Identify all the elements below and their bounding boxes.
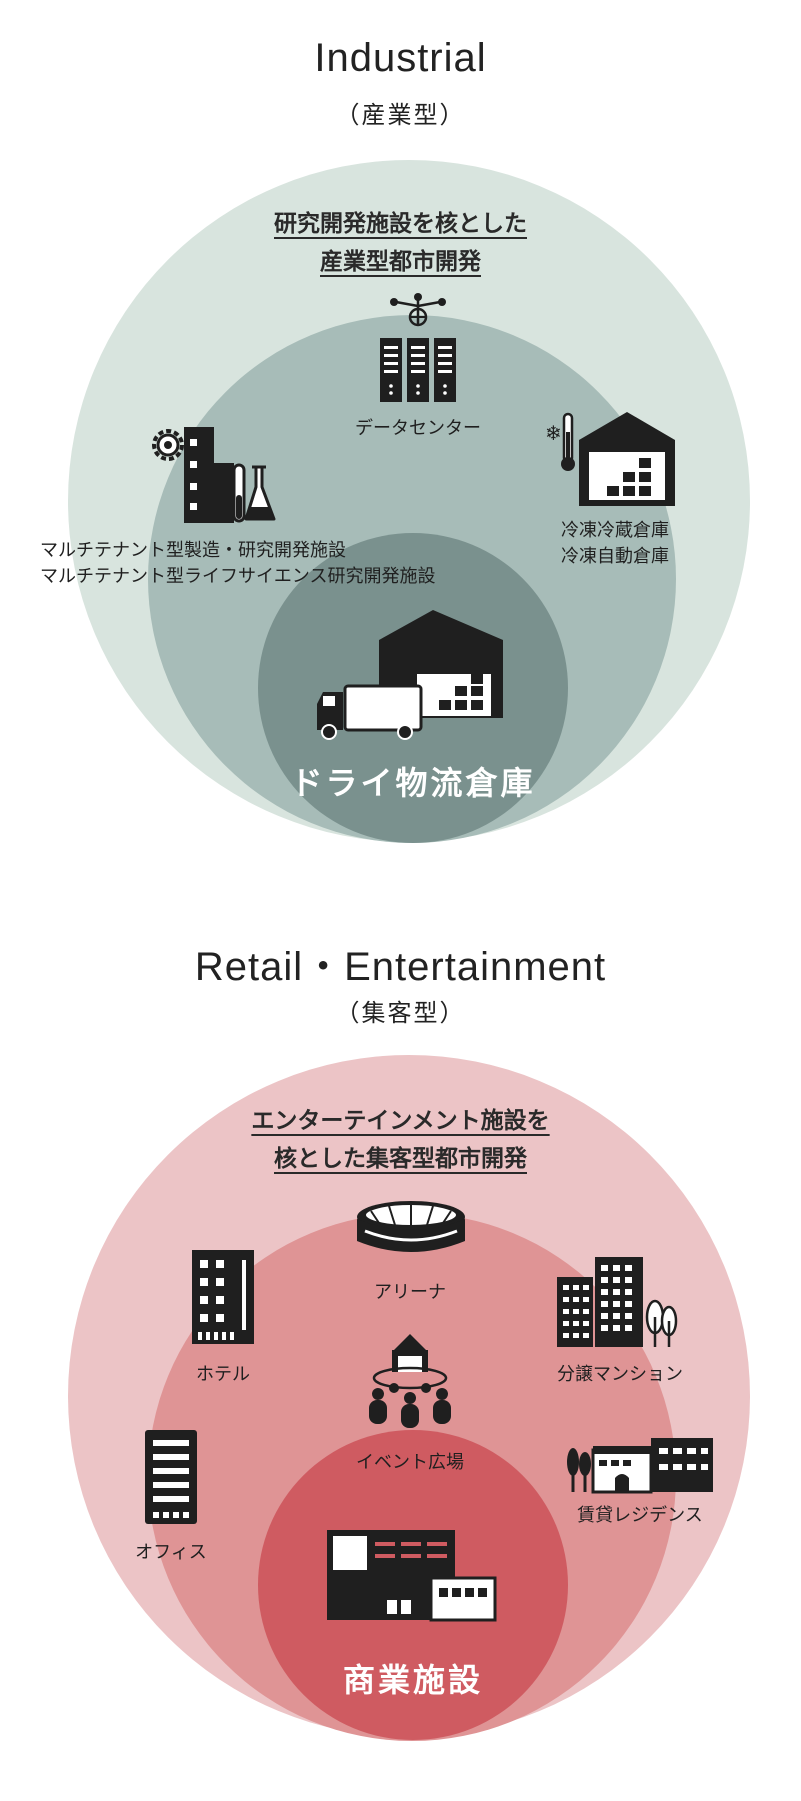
hotel-label: ホテル — [196, 1364, 250, 1385]
multi-tenant-label-line2: マルチテナント型ライフサイエンス研究開発施設 — [40, 566, 436, 587]
dry-warehouse-truck-icon — [317, 610, 503, 740]
multi-tenant-label-line1: マルチテナント型製造・研究開発施設 — [40, 540, 346, 561]
snowflake-icon: ❄ — [545, 421, 562, 445]
cold-storage-label-line2: 冷凍自動倉庫 — [561, 546, 669, 567]
condo-icon — [557, 1257, 678, 1347]
office-icon — [145, 1430, 197, 1524]
retail-lead-line1: エンターテインメント施設を — [251, 1108, 550, 1134]
event-plaza-icon — [369, 1334, 451, 1428]
commercial-facility-label: 商業施設 — [342, 1661, 483, 1699]
retail-subtitle: （集客型） — [335, 999, 466, 1027]
data-center-label: データセンター — [355, 418, 481, 439]
hotel-icon — [192, 1250, 254, 1344]
arena-icon — [357, 1201, 465, 1252]
industrial-lead-line1: 研究開発施設を核とした — [274, 211, 527, 237]
retail-lead: エンターテインメント施設を 核とした集客型都市開発 — [0, 1102, 801, 1178]
arena-label: アリーナ — [374, 1282, 446, 1303]
event-plaza-label: イベント広場 — [356, 1452, 464, 1473]
rental-residence-label: 賃貸レジデンス — [577, 1505, 703, 1526]
cold-storage-label: 冷凍冷蔵倉庫 冷凍自動倉庫 — [530, 518, 700, 570]
rental-residence-icon — [567, 1438, 713, 1494]
commercial-facility-icon — [327, 1530, 497, 1622]
lab-factory-icon — [152, 427, 276, 523]
industrial-subtitle: （産業型） — [335, 101, 466, 129]
office-label: オフィス — [135, 1542, 207, 1563]
dry-warehouse-label: ドライ物流倉庫 — [290, 764, 536, 802]
industrial-lead-line2: 産業型都市開発 — [320, 249, 481, 275]
data-center-icon — [380, 293, 456, 402]
cold-storage-icon: ❄ — [545, 412, 675, 506]
condo-label: 分譲マンション — [557, 1364, 683, 1385]
multi-tenant-label: マルチテナント型製造・研究開発施設 マルチテナント型ライフサイエンス研究開発施設 — [40, 538, 435, 590]
cold-storage-label-line1: 冷凍冷蔵倉庫 — [561, 520, 669, 541]
retail-title: Retail・Entertainment — [194, 945, 607, 989]
retail-lead-line2: 核とした集客型都市開発 — [274, 1146, 527, 1172]
industrial-title: Industrial — [314, 36, 487, 80]
industrial-lead: 研究開発施設を核とした 産業型都市開発 — [0, 205, 801, 281]
